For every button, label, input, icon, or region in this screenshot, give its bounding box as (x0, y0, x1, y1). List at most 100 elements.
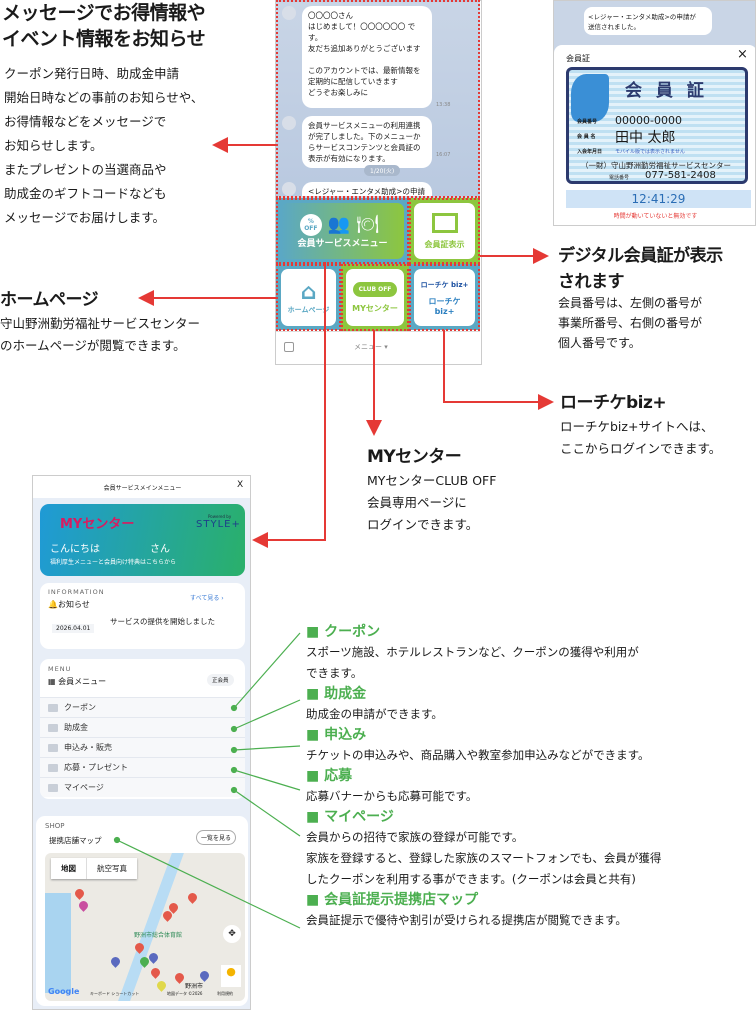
chevron-down-icon: ⌄ (230, 783, 237, 792)
homepage-heading: ホームページ (0, 290, 99, 310)
modal-title: 会員証 (566, 54, 590, 63)
my-center-banner[interactable]: MYセンター Powered by STYLE+ こんにちは さん 福利厚生メニ… (40, 504, 245, 576)
message-bubble: 〇〇〇〇さん はじめまして！〇〇〇〇〇〇 です。 友だち追加ありがとうございます… (302, 6, 432, 108)
map-pin[interactable] (198, 969, 211, 982)
close-icon[interactable]: X (237, 480, 244, 490)
org-name: （一財）守山野洲勤労福祉サービスセンター (581, 161, 731, 170)
id-icon (48, 783, 58, 792)
keyboard-shortcuts-link[interactable]: キーボード ショートカット (90, 991, 140, 996)
feature-body: 応募バナーからも応募可能です。 (306, 789, 478, 803)
menu-item-subsidy[interactable]: 助成金⌄ (40, 717, 245, 737)
menu-toggle[interactable]: メニュー ▾ (354, 343, 388, 351)
member-card-phone: <レジャー・エンタメ助成>の申請が 送信されました。 会員証 × 会 員 証 会… (553, 0, 756, 226)
region-logo (571, 74, 609, 122)
mycenter-description: MYセンターCLUB OFF 会員専用ページに ログインできます。 (367, 473, 497, 532)
main-menu-phone: 会員サービスメインメニュー X MYセンター Powered by STYLE+… (32, 475, 251, 1010)
view-list-button[interactable]: 一覧を見る (196, 830, 237, 845)
map-pin[interactable] (109, 955, 122, 968)
see-all-link[interactable]: すべて見る › (190, 595, 224, 602)
menu-item-present[interactable]: 応募・プレゼント ⌄ (40, 757, 245, 777)
chat-area[interactable]: 〇〇〇〇さん はじめまして！〇〇〇〇〇〇 です。 友だち追加ありがとうございます… (276, 0, 480, 198)
message-bubble: 会員サービスメニューの利用連携が完了しました。下のメニューからサービスコンテンツ… (302, 116, 432, 168)
join-value: モバイル版では表示されません (615, 149, 685, 155)
home-icon: ⌂ (300, 280, 317, 305)
close-icon[interactable]: × (737, 47, 748, 62)
map-pin[interactable] (155, 979, 168, 992)
menu-item-mypage[interactable]: マイページ⌄ (40, 777, 245, 797)
recenter-button[interactable]: ✥ (223, 925, 241, 943)
bell-icon: 🔔 (48, 600, 58, 609)
info-date: 2026.04.01 (52, 624, 95, 633)
roachike-label: ローチケ biz+ (428, 296, 461, 316)
feature-title: ■ 会員証提示提携店マップ (306, 892, 479, 908)
bottom-bar: メニュー ▾ (276, 331, 480, 363)
avatar (282, 116, 296, 130)
member-service-menu-button[interactable]: % OFF 👥🍽 会員サービスメニュー (276, 198, 409, 264)
roachike-button[interactable]: ローチケ biz+ ローチケ biz+ (409, 264, 480, 331)
name-label: 会 員 名 (577, 134, 596, 140)
keyboard-icon[interactable] (284, 342, 294, 352)
menu-item-label: 応募・プレゼント (64, 763, 128, 772)
tab-aerial[interactable]: 航空写真 (86, 858, 137, 879)
homepage-description: 守山野洲勤労福祉サービスセンター のホームページが閲覧できます。 (0, 316, 201, 353)
map-pin[interactable] (77, 899, 90, 912)
info-title-text: お知らせ (57, 600, 90, 609)
member-no-label: 会員番号 (577, 119, 598, 125)
terms-link[interactable]: 利用規約 (217, 991, 233, 996)
map-pin[interactable] (73, 887, 86, 900)
map-pin[interactable] (149, 966, 162, 979)
chevron-down-icon: ⌄ (230, 763, 237, 772)
avatar (282, 182, 296, 196)
menu-item-application[interactable]: 申込み・販売⌄ (40, 737, 245, 757)
homepage-button[interactable]: ⌂ ホームページ (276, 264, 341, 331)
clock: 12:41:29 (566, 190, 751, 208)
menu-label: MENU (48, 665, 72, 673)
card-display-label: 会員証表示 (424, 239, 465, 249)
info-label: INFORMATION (48, 588, 105, 596)
member-card: 会 員 証 会員番号 00000-0000 会 員 名 田中 太郎 入会年月日 … (566, 67, 748, 184)
feature-title: ■ 応募 (306, 768, 353, 784)
cart-icon (48, 743, 58, 752)
main-menu-title: 会員サービスメインメニュー (103, 485, 182, 492)
feature-title: ■ 助成金 (306, 686, 367, 702)
map-data-label: 地図データ ©2026 (167, 991, 203, 996)
menu-title: ▦ 会員メニュー (48, 676, 106, 687)
shop-map[interactable]: 地図 航空写真 野洲市総合体育館 野洲市 ✥ ● Google キーボード ショ… (45, 853, 245, 1001)
map-city-label: 野洲市 (185, 983, 204, 990)
member-menu-card: MENU ▦ 会員メニュー 正会員 クーポン⌄ 助成金⌄ 申込み・販売⌄ 応募・… (40, 659, 245, 799)
google-logo: Google (48, 987, 80, 996)
map-pin[interactable] (186, 891, 199, 904)
feature-body: スポーツ施設、ホテルレストランなど、クーポンの獲得や利用が できます。 (306, 645, 639, 680)
mycenter-heading: MYセンター (367, 447, 462, 467)
street-view-icon[interactable]: ● (221, 965, 241, 987)
menu-item-label: 申込み・販売 (64, 743, 112, 752)
roachike-logo: ローチケ biz+ (420, 280, 469, 289)
my-center-button[interactable]: CLUB OFF MYセンター (341, 264, 409, 331)
my-center-label: MYセンター (352, 303, 398, 313)
banner-subtitle: 福利厚生メニューと会員向け特典はこちらから (50, 559, 177, 566)
tel-label: 電話番号 (609, 175, 630, 181)
shop-label: SHOP (45, 822, 65, 830)
powered-by: Powered by (208, 514, 232, 519)
info-item[interactable]: サービスの提供を開始しました (110, 617, 215, 626)
chevron-down-icon: ⌄ (230, 723, 237, 732)
card-modal: 会員証 × 会 員 証 会員番号 00000-0000 会 員 名 田中 太郎 … (554, 45, 755, 225)
card-display-button[interactable]: 会員証表示 (409, 198, 480, 264)
style-logo: STYLE+ (196, 519, 241, 530)
feature-body: チケットの申込みや、商品購入や教室参加申込みなどができます。 (306, 748, 650, 762)
service-icons: % OFF 👥🍽 (299, 213, 385, 236)
menu-item-coupon[interactable]: クーポン⌄ (40, 697, 245, 717)
roachike-heading: ローチケbiz+ (560, 393, 667, 413)
digital-card-description: 会員番号は、左側の番号が 事業所番号、右側の番号が 個人番号です。 (558, 296, 703, 350)
member-name: 田中 太郎 (615, 130, 676, 146)
tab-map[interactable]: 地図 (61, 864, 76, 873)
message-time: 13:38 (436, 102, 451, 108)
main-menu-header: 会員サービスメインメニュー X (33, 476, 250, 498)
lake (45, 893, 71, 993)
map-place-label: 野洲市総合体育館 (134, 932, 183, 939)
homepage-label: ホームページ (287, 306, 330, 314)
map-pin[interactable] (173, 971, 186, 984)
date-chip: 1/20(火) (364, 165, 401, 176)
member-service-label: 会員サービスメニュー (297, 238, 388, 249)
percent-off-badge: % OFF (299, 213, 322, 236)
